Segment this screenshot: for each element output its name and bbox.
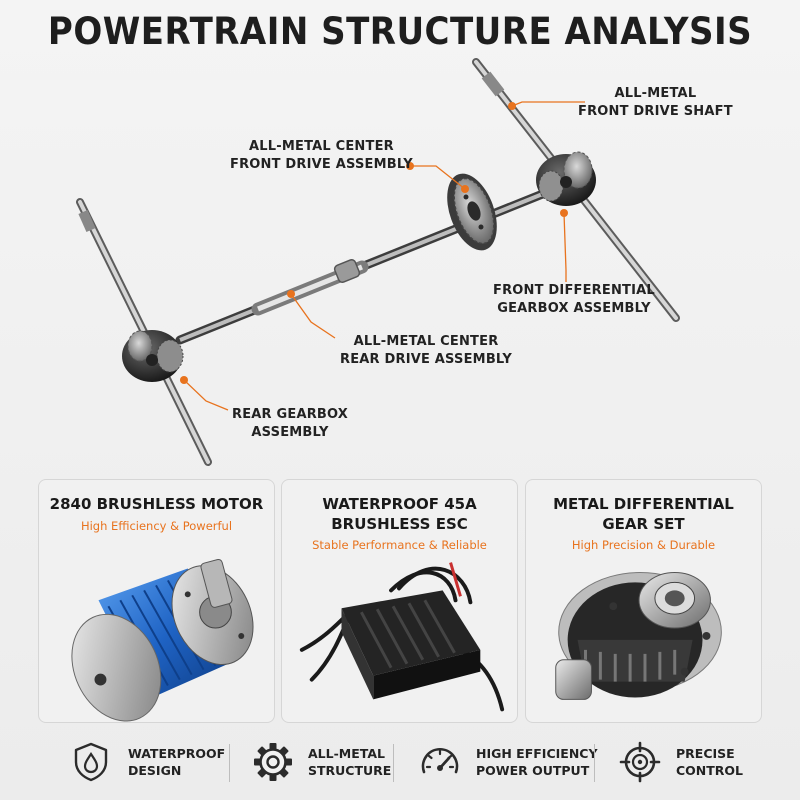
feature-label: PRECISE CONTROL [676,746,744,778]
card-esc: WATERPROOF 45A BRUSHLESS ESC Stable Perf… [281,479,518,723]
callout-center-front-drive: ALL-METAL CENTER FRONT DRIVE ASSEMBLY [230,139,413,172]
card-subtitle: High Precision & Durable [571,538,716,552]
divider [229,744,230,782]
speedometer-icon [421,748,459,774]
front-diff-marker [560,209,568,217]
feature-strip: WATERPROOF DESIGN AL [38,732,762,792]
crosshair-icon [619,741,661,783]
differential-image [555,572,722,700]
powertrain-diagram [76,58,680,466]
esc-image [299,562,505,712]
card-differential: METAL DIFFERENTIAL GEAR SET High Precisi… [525,479,762,723]
feature-label: HIGH EFFICIENCY POWER OUTPUT [476,746,598,778]
page-title: POWERTRAIN STRUCTURE ANALYSIS [47,10,753,53]
shield-droplet-icon [74,742,108,782]
feature-all-metal: ALL-METAL STRUCTURE [252,732,391,792]
card-title: WATERPROOF 45A BRUSHLESS ESC [322,495,477,533]
feature-label: WATERPROOF DESIGN [128,746,226,778]
center-front-marker [406,162,414,170]
feature-precise-control: PRECISE CONTROL [618,732,743,792]
card-title: 2840 BRUSHLESS MOTOR [49,495,264,513]
feature-high-efficiency: HIGH EFFICIENCY POWER OUTPUT [418,732,598,792]
card-subtitle: High Efficiency & Powerful [80,519,233,533]
divider [594,744,595,782]
center-gear-marker [461,185,469,193]
center-rear-marker [287,290,295,298]
product-cards: 2840 BRUSHLESS MOTOR High Efficiency & P… [38,479,762,723]
card-title: METAL DIFFERENTIAL GEAR SET [553,495,734,533]
brushless-motor-image [71,558,254,722]
callout-center-rear-drive: ALL-METAL CENTER REAR DRIVE ASSEMBLY [340,334,512,367]
feature-label: ALL-METAL STRUCTURE [308,746,392,778]
feature-waterproof: WATERPROOF DESIGN [68,732,225,792]
callout-front-differential: FRONT DIFFERENTIAL GEARBOX ASSEMBLY [493,283,655,316]
rear-gearbox-marker [180,376,188,384]
callout-rear-gearbox: REAR GEARBOX ASSEMBLY [232,407,349,440]
center-drive-shaft [175,182,565,345]
card-subtitle: Stable Performance & Reliable [312,538,487,552]
card-brushless-motor: 2840 BRUSHLESS MOTOR High Efficiency & P… [38,479,275,723]
front-shaft-marker [508,102,516,110]
divider [393,744,394,782]
gear-icon [254,743,292,781]
front-differential [536,151,596,206]
center-spur-gear [447,173,497,251]
rear-gearbox [122,330,184,382]
callout-front-drive-shaft: ALL-METAL FRONT DRIVE SHAFT [578,86,733,119]
